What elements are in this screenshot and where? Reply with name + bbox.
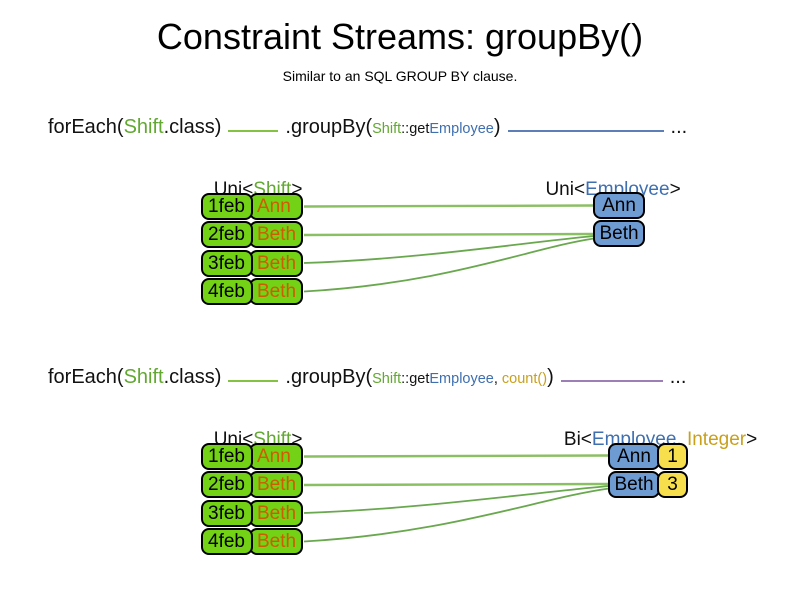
shift-date-cell: 3feb	[201, 500, 253, 527]
ellipsis: ...	[670, 116, 688, 138]
connector-4feb-beth	[303, 237, 595, 293]
shift-date-cell: 1feb	[201, 193, 253, 220]
count-box: 3	[657, 471, 688, 498]
shift-name-cell: Beth	[249, 250, 303, 277]
foreach-keyword: forEach(	[48, 116, 124, 138]
employee-box: Ann	[593, 192, 645, 219]
arg-comma: ,	[493, 371, 502, 387]
stream-line-green	[228, 380, 279, 382]
shift-date-cell: 4feb	[201, 278, 253, 305]
shift-date-cell: 3feb	[201, 250, 253, 277]
label-post: >	[746, 429, 758, 450]
ellipsis: ...	[669, 366, 687, 388]
shift-date-cell: 2feb	[201, 471, 253, 498]
shift-name-cell: Beth	[249, 471, 303, 498]
shift-date-cell: 1feb	[201, 443, 253, 470]
label-type2: Integer	[686, 429, 747, 450]
count-collector: count()	[501, 371, 548, 387]
code-line-1: forEach(Shift.class) .groupBy(Shift::get…	[48, 116, 687, 146]
groupby-keyword: .groupBy(	[285, 116, 373, 138]
shift-name-cell: Beth	[249, 500, 303, 527]
close-paren: )	[493, 116, 501, 138]
groupby-keyword: .groupBy(	[285, 366, 373, 388]
shift-date-cell: 2feb	[201, 221, 253, 248]
shift-name-cell: Beth	[249, 221, 303, 248]
stream-line-blue	[507, 130, 664, 132]
shift-name-cell: Ann	[249, 193, 303, 220]
label-pre: Uni<	[545, 179, 586, 200]
stream-line-purple	[560, 380, 663, 382]
connector-3feb-beth-2	[303, 485, 610, 514]
label-sep: ,	[676, 429, 687, 450]
label-post: >	[669, 179, 681, 200]
count-box: 1	[657, 443, 688, 470]
arg-shift-type: Shift	[372, 371, 402, 387]
label-post: >	[291, 429, 303, 450]
arg-employee-type: Employee	[429, 371, 494, 387]
label-pre: Bi<	[563, 429, 592, 450]
shift-date-cell: 4feb	[201, 528, 253, 555]
arg-shift-type: Shift	[372, 121, 402, 137]
arg-method-ref: ::get	[401, 371, 430, 387]
stream-line-green	[228, 130, 279, 132]
code-line-2: forEach(Shift.class) .groupBy(Shift::get…	[48, 366, 686, 396]
employee-box: Beth	[608, 471, 660, 498]
connector-3feb-beth	[303, 235, 595, 264]
page-title: Constraint Streams: groupBy()	[156, 16, 644, 57]
foreach-keyword: forEach(	[48, 366, 124, 388]
shift-name-cell: Ann	[249, 443, 303, 470]
employee-box: Beth	[593, 220, 645, 247]
arg-employee-type: Employee	[429, 121, 494, 137]
employee-box: Ann	[608, 443, 660, 470]
shift-class-type: Shift	[123, 366, 164, 388]
class-literal: .class)	[163, 116, 222, 138]
class-literal: .class)	[163, 366, 222, 388]
shift-name-cell: Beth	[249, 278, 303, 305]
connector-2feb-beth-2	[303, 482, 609, 487]
connector-2feb-beth	[303, 232, 594, 237]
shift-name-cell: Beth	[249, 528, 303, 555]
subtitle: Similar to an SQL GROUP BY clause.	[282, 68, 518, 84]
arg-method-ref: ::get	[401, 121, 430, 137]
label-post: >	[291, 179, 303, 200]
close-paren: )	[547, 366, 554, 388]
connector-4feb-beth-2	[303, 487, 610, 543]
shift-class-type: Shift	[123, 116, 164, 138]
